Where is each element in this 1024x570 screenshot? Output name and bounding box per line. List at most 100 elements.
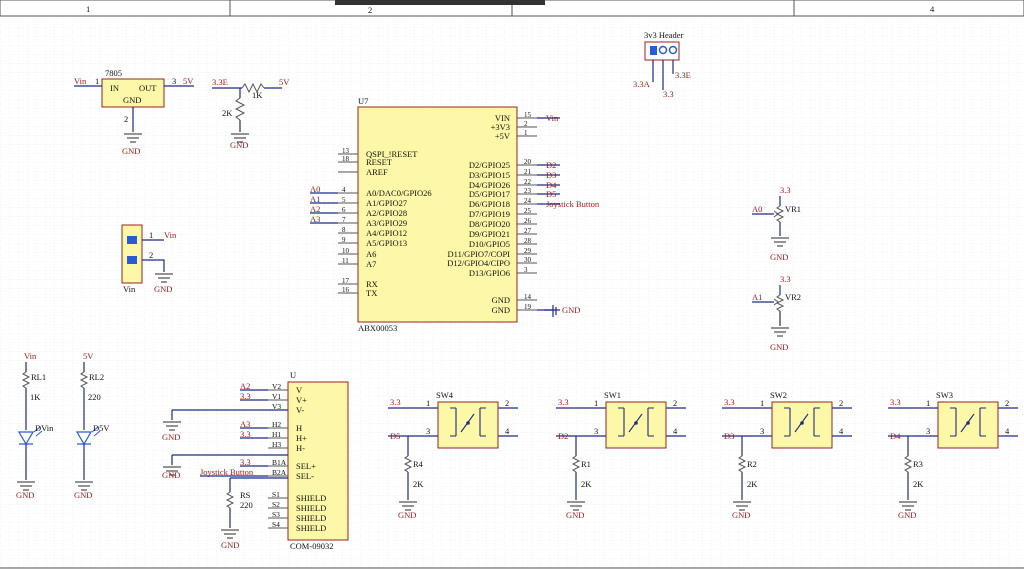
mcu-right-net-label: GND: [562, 305, 580, 315]
led1-light-icon: [33, 426, 43, 437]
mcu-left-pin-num: 10: [342, 247, 350, 255]
switch-gnd-label: GND: [566, 510, 584, 520]
switch-net: D5: [390, 431, 400, 441]
top-ruler: 1 2 4: [0, 0, 1024, 17]
joystick-pin-name: V+: [296, 395, 307, 405]
switch-body: [605, 401, 667, 449]
regulator-in-net: Vin: [74, 76, 87, 86]
switch-pin4: 4: [1005, 426, 1010, 436]
mcu-right-pin-name: D8/GPIO20: [469, 219, 510, 229]
vr2-supply: 3.3: [780, 274, 791, 284]
mcu-right-pin-name: +3V3: [491, 122, 510, 132]
joystick-net-label: Joystick Button: [200, 467, 254, 477]
regulator-name: 7805: [105, 68, 122, 78]
led-branch-5v[interactable]: 5V RL2 220 D5V GND: [74, 351, 110, 500]
mcu-right-pin-num: 28: [524, 237, 532, 245]
regulator-7805[interactable]: 7805 IN OUT GND Vin 1 3 5V 2 GND: [74, 68, 194, 156]
joystick-pin-name: SHIELD: [296, 523, 326, 533]
potentiometer-vr1[interactable]: 3.3 A0 VR1 GND: [752, 185, 801, 262]
switch-pin1: 1: [594, 398, 598, 408]
mcu-left-pin-num: 8: [342, 226, 346, 234]
joystick-pin-name: SHIELD: [296, 493, 326, 503]
potentiometer-vr2[interactable]: 3.3 A1 VR2 GND: [752, 274, 801, 352]
switch-gnd-label: GND: [398, 510, 416, 520]
joystick-pin-name: SEL-: [296, 471, 314, 481]
header-pin-1: [650, 46, 657, 55]
led-branch-vin[interactable]: Vin RL1 1K DVin GND: [16, 351, 54, 500]
switch-pin4: 4: [505, 426, 510, 436]
mcu-left-pin-name: A6: [366, 249, 376, 259]
mcu-left-pin-name: A3/GPIO29: [366, 218, 407, 228]
led2-light-icon: [91, 426, 101, 437]
mcu-left-pin-name: TX: [366, 288, 377, 298]
mcu-left-pin-name: A2/GPIO28: [366, 208, 407, 218]
ruler-zone-1: 1: [86, 4, 90, 14]
regulator-pin-in: IN: [110, 83, 119, 93]
mcu-right-pin-num: 23: [524, 187, 532, 195]
joystick-pin-name: V: [296, 385, 303, 395]
mcu-left-pin-name: A0/DAC0/GPIO26: [366, 188, 432, 198]
mcu-right-pin-name: D12/GPIO4/CIPO: [447, 258, 510, 268]
vr1-net: A0: [752, 204, 762, 214]
switch-gnd-symbol: [899, 501, 917, 511]
divider-left-net: 3.3E: [212, 77, 228, 87]
mcu-left-net-label: A2: [310, 204, 320, 214]
mcu-right-pin-num: 1: [524, 129, 528, 137]
switch-ref: SW1: [604, 390, 621, 400]
switch-wires: [388, 407, 518, 437]
switch-pin4: 4: [673, 426, 678, 436]
switch-supply: 3.3: [890, 397, 901, 407]
switch-res-val: 2K: [913, 479, 924, 489]
joy-gnd-2: GND: [162, 470, 180, 480]
switch-body: [937, 401, 999, 449]
joystick-pin-num: S1: [272, 490, 280, 499]
switch-res-val: 2K: [747, 479, 758, 489]
joystick-net-label: 3.3: [240, 429, 251, 439]
mcu-left-pin-name: A4/GPIO12: [366, 228, 407, 238]
mcu-right-pin-name: D4/GPIO26: [469, 180, 510, 190]
mcu-right-pin-num: 14: [524, 293, 532, 301]
power-connector[interactable]: 1 2 Vin Vin GND: [121, 224, 177, 294]
mcu-left-pin-name: RESET: [366, 157, 393, 167]
mcu-right-pin-name: D11/GPIO7/COPI: [448, 249, 511, 259]
power-conn-gnd: GND: [154, 284, 172, 294]
toolbar-handle[interactable]: [335, 0, 545, 5]
mcu-right-pin-name: D7/GPIO19: [469, 209, 510, 219]
header-3v3[interactable]: 3v3 Header 3.3A 3.3 3.3E: [633, 30, 691, 99]
mcu-left-pin-name: A7: [366, 259, 376, 269]
joystick-pin-name: H-: [296, 443, 305, 453]
joystick-pin-name: H+: [296, 433, 307, 443]
power-conn-pin1-num: 1: [149, 230, 153, 240]
mcu-left-pin-name: RX: [366, 279, 378, 289]
vr1-ref: VR1: [785, 204, 801, 214]
mcu-left-pin-name: A5/GPIO13: [366, 238, 407, 248]
led1-res-ref: RL1: [31, 372, 46, 382]
mcu-right-pin-name: D3/GPIO15: [469, 170, 510, 180]
joystick-pin-num: V1: [272, 392, 281, 401]
switch-net: D2: [558, 431, 568, 441]
voltage-divider[interactable]: 3.3E 5V 1K 2K GND: [212, 77, 290, 150]
power-conn-body: [121, 224, 143, 284]
mcu-left-pin-name: QSPI_!RESET: [366, 149, 418, 159]
switch-pin4: 4: [839, 426, 844, 436]
switch-net: D3: [724, 431, 734, 441]
joystick-ref: U: [290, 370, 296, 380]
switch-net: D4: [890, 431, 901, 441]
mcu-right-pin-num: 26: [524, 217, 532, 225]
switch-pin1: 1: [926, 398, 930, 408]
mcu-right-pin-name: D5/GPIO17: [469, 189, 510, 199]
power-conn-pin-2: [127, 256, 137, 264]
divider-r2-value: 2K: [222, 108, 233, 118]
switch-pin3: 3: [760, 426, 764, 436]
switch-pin1: 1: [760, 398, 764, 408]
joystick-pin-num: V2: [272, 382, 281, 391]
mcu-left-pin-num: 4: [342, 186, 346, 194]
led2-gnd: GND: [74, 490, 92, 500]
